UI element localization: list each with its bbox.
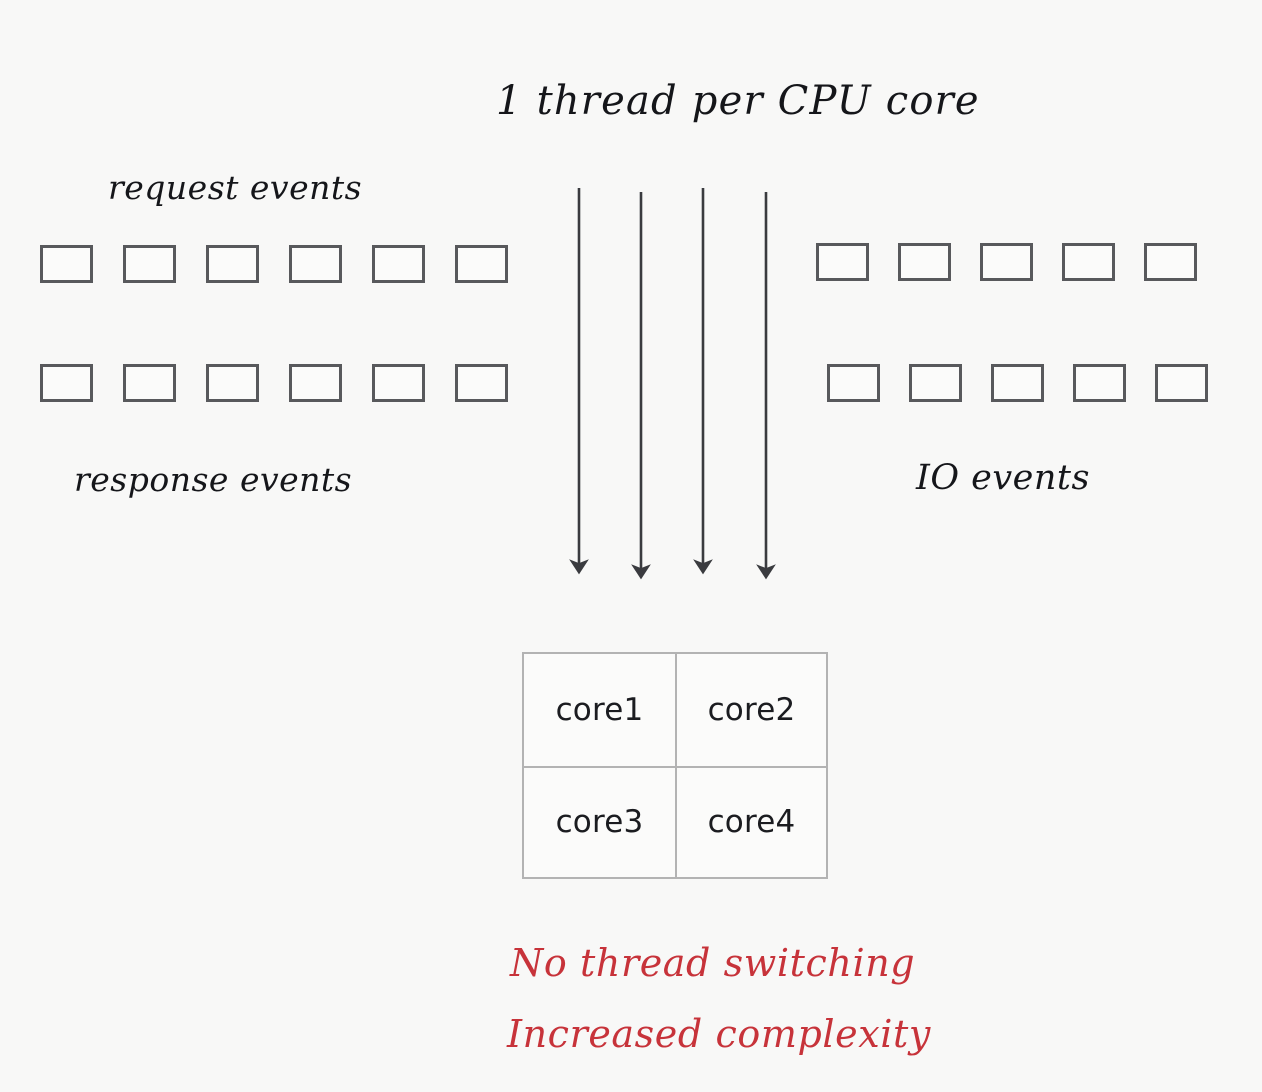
response-events-label: response events <box>74 460 353 499</box>
core-cell-4: core4 <box>675 765 826 877</box>
note-no-thread-switching: No thread switching <box>510 941 916 985</box>
diagram-title: 1 thread per CPU core <box>496 78 980 124</box>
event-box <box>372 364 425 402</box>
event-box <box>455 245 508 283</box>
request-events-row <box>40 245 508 283</box>
event-box <box>40 245 93 283</box>
event-box <box>40 364 93 402</box>
io-events-row-top <box>816 243 1197 281</box>
core-cell-2: core2 <box>675 654 826 766</box>
event-box <box>991 364 1044 402</box>
event-box <box>816 243 869 281</box>
event-box <box>289 364 342 402</box>
core-cell-3: core3 <box>524 765 675 878</box>
event-box <box>1144 243 1197 281</box>
event-box <box>206 245 259 283</box>
event-box <box>123 364 176 402</box>
note-increased-complexity: Increased complexity <box>507 1012 931 1056</box>
core-cell-1: core1 <box>555 691 644 728</box>
event-box <box>909 364 962 402</box>
event-box <box>455 364 508 402</box>
event-box <box>1062 243 1115 281</box>
event-box <box>123 245 176 283</box>
io-events-row-bottom <box>827 364 1208 402</box>
io-events-label: IO events <box>916 458 1090 498</box>
response-events-row <box>40 364 508 402</box>
event-box <box>372 245 425 283</box>
event-box <box>980 243 1033 281</box>
event-box <box>289 245 342 283</box>
event-box <box>1073 364 1126 402</box>
event-box <box>898 243 951 281</box>
thread-arrows-group <box>569 188 776 580</box>
event-box <box>206 364 259 402</box>
cpu-core-table: core1 core2 core3 core4 <box>522 652 828 879</box>
event-box <box>827 364 880 402</box>
event-box <box>1155 364 1208 402</box>
request-events-label: request events <box>108 168 363 207</box>
